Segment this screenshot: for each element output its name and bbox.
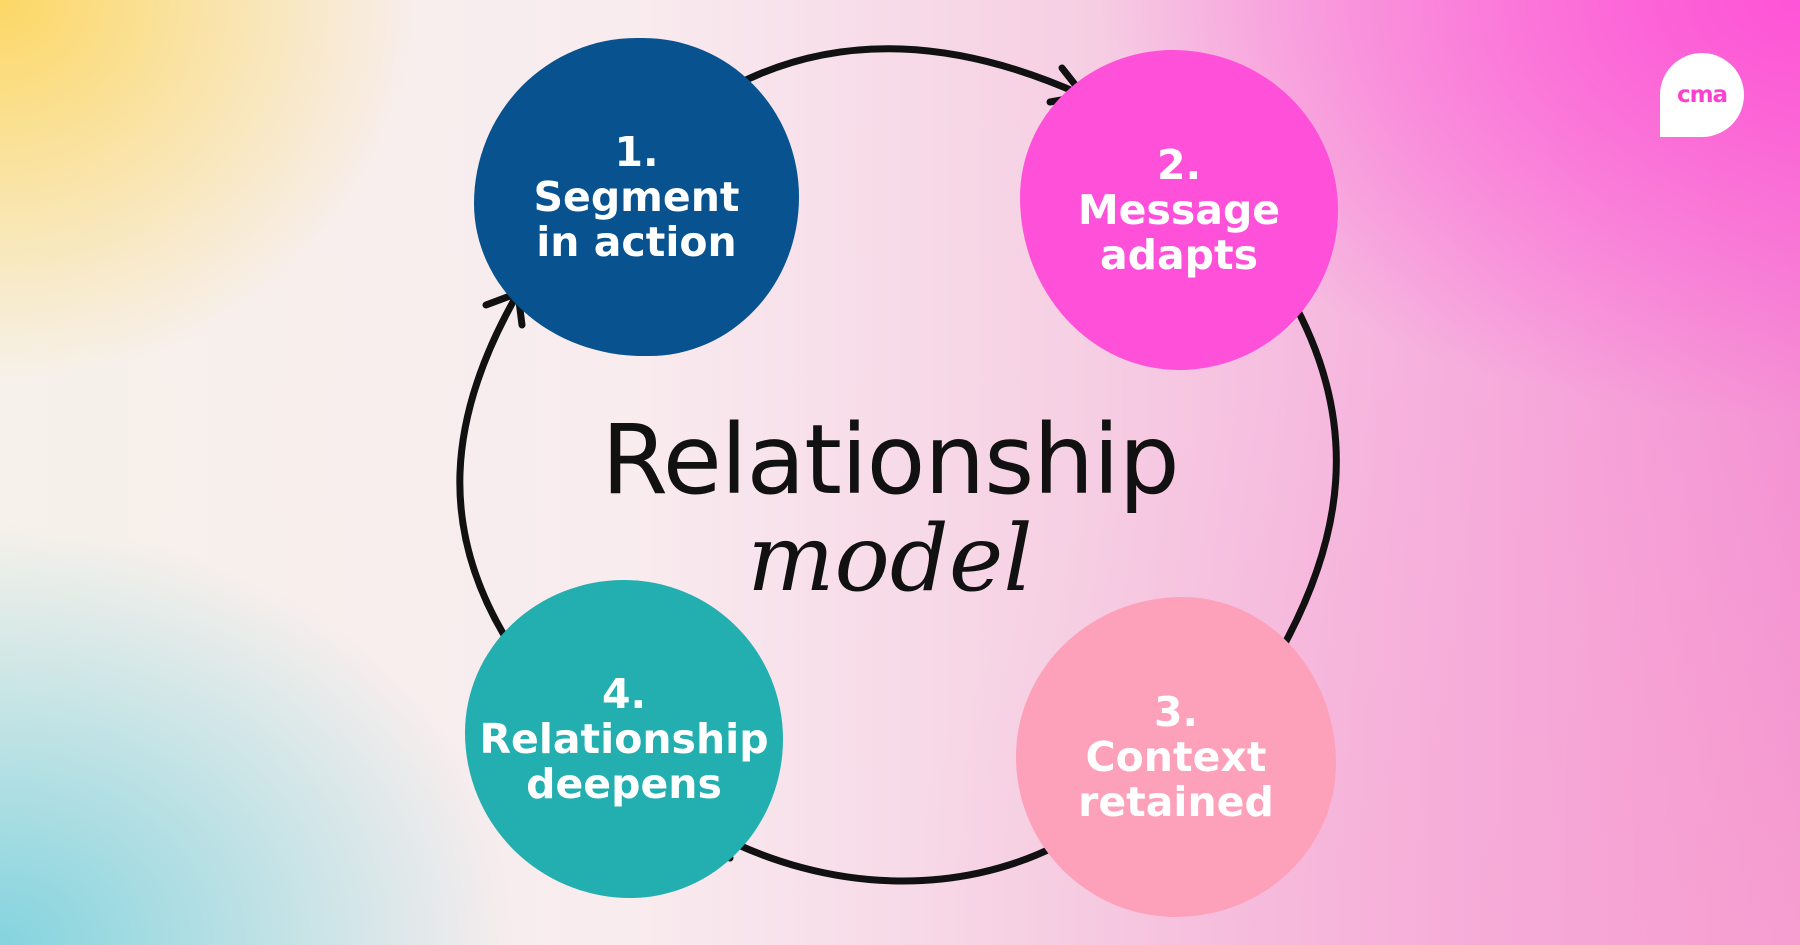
step-2-label-line2: adapts	[1099, 230, 1259, 279]
step-3-context-retained: 3. Context retained	[1016, 597, 1336, 917]
step-2-number: 2.	[1156, 140, 1202, 189]
step-4-label-line1: Relationship	[479, 714, 769, 763]
step-1-label-line2: in action	[536, 217, 737, 266]
diagram-title-main: Relationship	[601, 404, 1179, 516]
step-3-number: 3.	[1153, 687, 1199, 736]
step-3-label-line2: retained	[1078, 777, 1274, 826]
step-1-segment-in-action: 1. Segment in action	[474, 38, 799, 356]
diagram-title-sub: model	[747, 505, 1033, 612]
step-1-number: 1.	[614, 127, 659, 176]
step-3-label-line1: Context	[1085, 732, 1267, 781]
cma-logo: cma	[1660, 53, 1744, 137]
arrow-4-to-1	[456, 289, 526, 644]
diagram-title: Relationship model	[560, 405, 1220, 609]
arrow-1-to-2	[728, 45, 1088, 106]
step-2-message-adapts: 2. Message adapts	[1020, 50, 1338, 370]
step-2-label-line1: Message	[1077, 185, 1281, 234]
step-4-label-line2: deepens	[526, 759, 722, 808]
step-1-label-line1: Segment	[533, 172, 740, 221]
step-4-number: 4.	[601, 669, 647, 718]
arrow-2-to-3	[1258, 292, 1340, 682]
step-4-relationship-deepens: 4. Relationship deepens	[465, 580, 783, 898]
arrow-3-to-4	[708, 816, 1062, 885]
